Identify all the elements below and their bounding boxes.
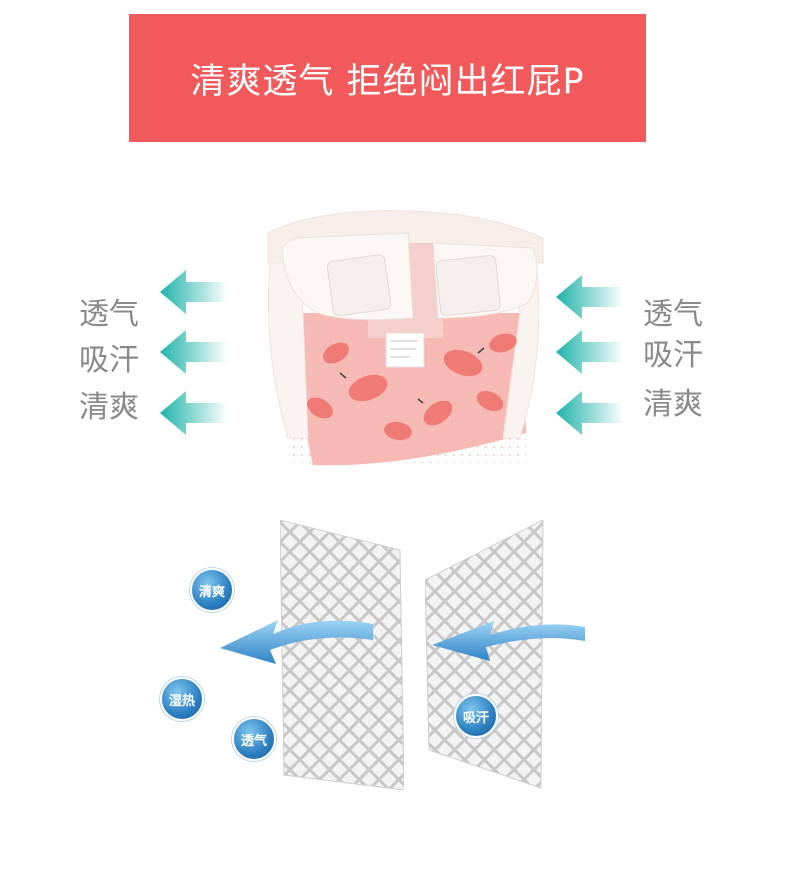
left-label-breathable: 透气 — [79, 297, 139, 332]
teal-arrow-left-icon — [160, 330, 228, 374]
bubble-breathable: 透气 — [232, 717, 276, 761]
right-label-breathable: 透气 — [643, 297, 703, 332]
bubble-fresh: 清爽 — [190, 568, 234, 612]
teal-arrow-left-icon — [556, 275, 624, 319]
teal-arrow-left-icon — [160, 270, 228, 314]
blue-arrow-left-icon — [220, 620, 373, 664]
header-banner: 清爽透气 拒绝闷出红屁P — [129, 14, 646, 142]
teal-arrow-left-icon — [160, 391, 228, 435]
mesh-fabric-panel-left — [280, 520, 404, 790]
teal-arrow-left-icon — [556, 330, 624, 374]
teal-arrow-left-icon — [556, 391, 624, 435]
left-label-fresh: 清爽 — [79, 390, 139, 425]
diaper-product-image — [267, 210, 544, 466]
right-label-sweat: 吸汗 — [643, 338, 703, 373]
bubble-sweat: 吸汗 — [454, 694, 498, 738]
blue-arrow-left-icon — [432, 621, 585, 661]
right-label-fresh: 清爽 — [643, 387, 703, 422]
bubble-humid-heat: 湿热 — [160, 677, 204, 721]
banner-title: 清爽透气 拒绝闷出红屁P — [190, 61, 585, 102]
left-label-sweat: 吸汗 — [79, 343, 139, 378]
